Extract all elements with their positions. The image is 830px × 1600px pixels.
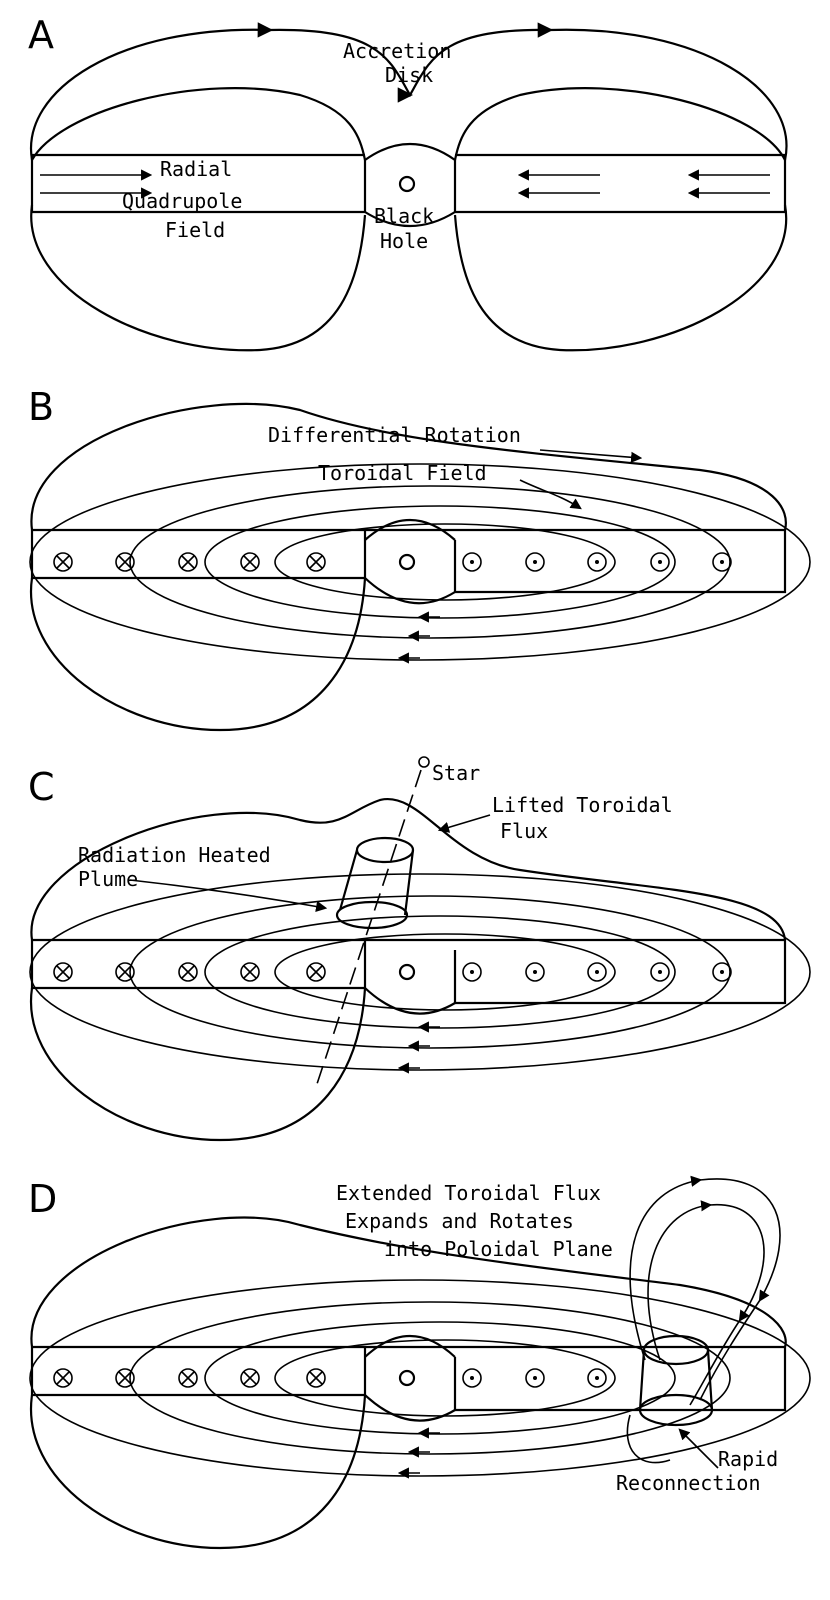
- label-radiation-heated: Radiation Heated: [78, 843, 271, 867]
- central-cavity-bottom: [364, 1394, 456, 1422]
- central-cavity-top: [364, 1335, 456, 1358]
- rotation-arrow: [539, 449, 643, 463]
- outer-envelope: [30, 402, 787, 531]
- toroidal-loop-2: [129, 1301, 731, 1455]
- field-out-of-page-symbols: [462, 1368, 607, 1388]
- field-loop-upper-outer: [29, 22, 788, 161]
- label-quadrupole: Quadrupole: [122, 189, 242, 213]
- label-differential-rotation: Differential Rotation: [268, 423, 521, 447]
- toroidal-loop-3: [204, 505, 676, 619]
- lower-lobe-left: [29, 1394, 367, 1550]
- rapid-pointer: [678, 1428, 719, 1469]
- field-loop-lower-left: [30, 204, 367, 352]
- central-cavity-top: [364, 519, 456, 541]
- field-loop-lower-right: [453, 204, 788, 352]
- disk-slab-right: [32, 1345, 787, 1412]
- central-cavity: [363, 143, 457, 212]
- toroidal-loop-1: [29, 873, 811, 1071]
- panel-c: C: [28, 756, 811, 1142]
- label-black: Black: [374, 204, 434, 228]
- field-into-page-symbols: [53, 552, 326, 572]
- expanding-loop-2: [647, 1200, 765, 1406]
- plume-base: [335, 900, 409, 930]
- label-plume: Plume: [78, 867, 138, 891]
- central-cavity-bottom: [364, 211, 456, 227]
- toroidal-loop-4: [274, 523, 616, 601]
- black-hole-marker: [398, 553, 416, 571]
- lower-lobe-left: [29, 987, 367, 1142]
- label-accretion: Accretion: [343, 39, 451, 63]
- reconnection-tail: [626, 1414, 671, 1464]
- panel-a-letter: A: [28, 13, 54, 57]
- label-extended-toroidal-flux: Extended Toroidal Flux: [336, 1181, 601, 1205]
- star-ray: [314, 769, 422, 1091]
- field-out-of-page-symbols: [462, 552, 732, 572]
- label-lifted-toroidal: Lifted Toroidal: [492, 793, 673, 817]
- label-radial: Radial: [160, 157, 232, 181]
- black-hole-marker: [398, 1369, 416, 1387]
- toroidal-loop-4: [274, 1339, 616, 1417]
- toroidal-loop-3: [204, 915, 676, 1029]
- toroidal-loop-2: [129, 895, 731, 1049]
- label-disk: Disk: [385, 63, 433, 87]
- lower-lobe-left: [29, 577, 367, 732]
- field-out-of-page-symbols: [462, 962, 732, 982]
- toroidal-loop-1: [29, 1279, 811, 1477]
- disk-slab-left: [30, 1347, 367, 1397]
- toroidal-loop-4: [274, 933, 616, 1011]
- panel-b-letter: B: [28, 385, 54, 429]
- label-field: Field: [165, 218, 225, 242]
- toroidal-loop-2: [129, 485, 731, 639]
- panel-d-letter: D: [28, 1177, 57, 1221]
- field-loop-upper-right: [453, 87, 786, 161]
- expanding-loop-1: [629, 1175, 781, 1401]
- central-cavity-bottom: [364, 577, 456, 605]
- panel-b: B: [28, 385, 811, 732]
- label-star: Star: [432, 761, 480, 785]
- plume-sides: [338, 849, 415, 916]
- central-cavity-bottom: [364, 987, 456, 1015]
- label-rapid: Rapid: [718, 1447, 778, 1471]
- field-into-page-symbols: [53, 1368, 326, 1388]
- star-marker: [418, 756, 430, 768]
- field-loop-upper-left: [31, 87, 367, 161]
- lifted-pointer: [437, 814, 491, 833]
- panel-d: D Ex: [28, 1175, 811, 1550]
- label-flux: Flux: [500, 819, 548, 843]
- reconnection-base: [638, 1393, 714, 1427]
- label-expands-and-rotates: Expands and Rotates: [345, 1209, 574, 1233]
- black-hole-marker: [398, 175, 416, 193]
- panel-a: A Accretion Disk Radial Quadrupole Field…: [28, 13, 788, 352]
- plume-top: [355, 836, 415, 864]
- field-into-page-symbols: [53, 962, 326, 982]
- label-into-poloidal-plane: into Poloidal Plane: [384, 1237, 613, 1261]
- panel-c-letter: C: [28, 765, 55, 809]
- label-toroidal-field: Toroidal Field: [318, 461, 487, 485]
- lifted-envelope: [30, 797, 787, 941]
- toroidal-arrow: [519, 479, 582, 510]
- label-hole: Hole: [380, 229, 428, 253]
- disk-slab-right: [32, 938, 787, 1005]
- label-reconnection: Reconnection: [616, 1471, 761, 1495]
- plume-pointer: [129, 879, 328, 912]
- black-hole-marker: [398, 963, 416, 981]
- toroidal-loop-3: [204, 1321, 676, 1435]
- toroidal-loop-1: [29, 463, 811, 661]
